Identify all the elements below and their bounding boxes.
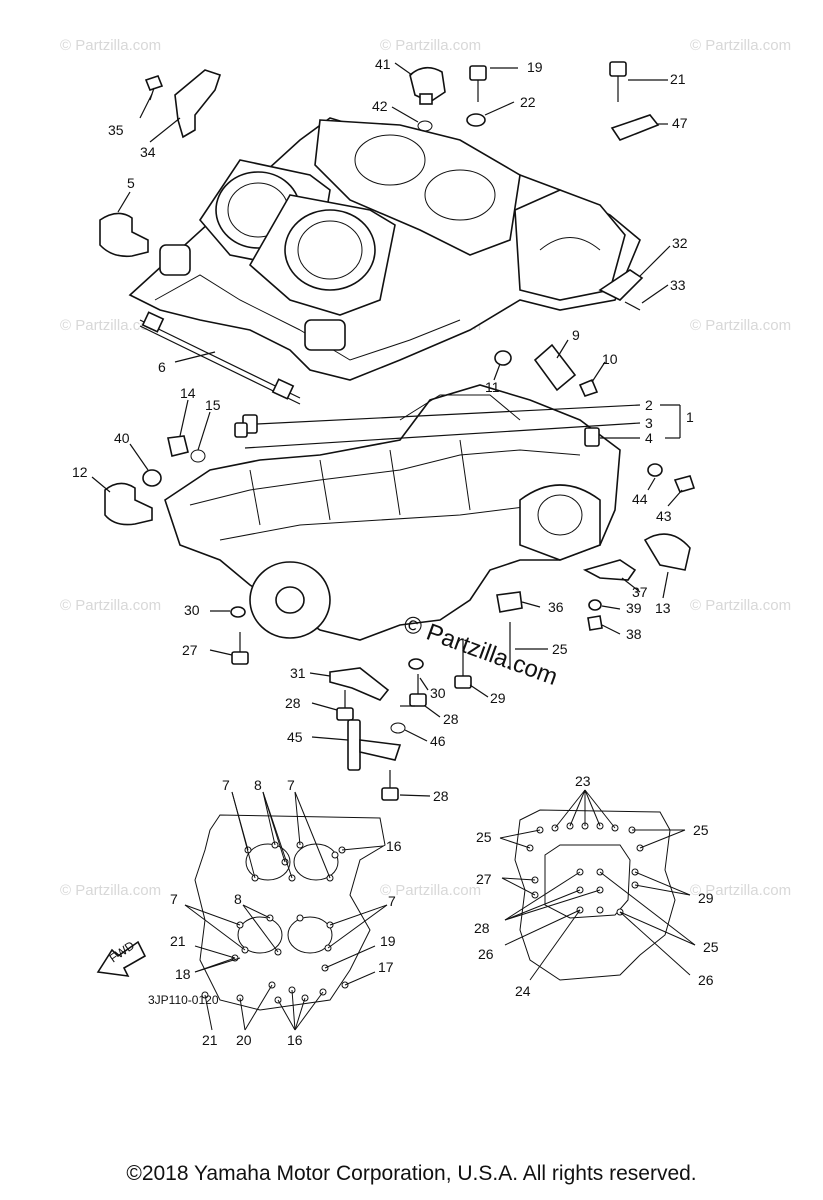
lower-case-bolt-pattern: [499, 789, 696, 981]
callout-number: 10: [602, 351, 618, 367]
callout-number: 26: [698, 972, 714, 988]
callout-number: 11: [485, 379, 500, 395]
callout-number: 23: [575, 773, 591, 789]
upper-crankcase: [128, 117, 641, 381]
callout-number: 7: [287, 777, 295, 793]
callout-number: 8: [254, 777, 262, 793]
callout-number: 41: [375, 56, 391, 72]
callout-number: 42: [372, 98, 388, 114]
callout-number: 25: [693, 822, 709, 838]
callout-number: 19: [380, 933, 396, 949]
watermark-text: © Partzilla.com: [60, 597, 161, 614]
callout-number: 8: [234, 891, 242, 907]
callout-number: 4: [645, 430, 653, 446]
watermark-layer: © Partzilla.com © Partzilla.com © Partzi…: [60, 37, 791, 899]
callout-number: 17: [378, 959, 394, 975]
callout-number: 14: [180, 385, 196, 401]
callout-number: 25: [552, 641, 568, 657]
callout-number: 30: [184, 602, 200, 618]
callout-number: 7: [170, 891, 178, 907]
callout-number: 18: [175, 966, 191, 982]
callout-number: 12: [72, 464, 88, 480]
watermark-text: © Partzilla.com: [690, 37, 791, 54]
callout-number: 28: [433, 788, 449, 804]
callout-number: 37: [632, 584, 648, 600]
callout-number: 22: [520, 94, 536, 110]
callout-number: 27: [182, 642, 198, 658]
watermark-text: © Partzilla.com: [380, 882, 481, 899]
callout-number: 26: [478, 946, 494, 962]
callout-number: 16: [287, 1032, 303, 1048]
callout-number: 19: [527, 59, 543, 75]
watermark-text: © Partzilla.com: [380, 37, 481, 54]
callout-number: 1: [686, 409, 694, 425]
callout-number: 25: [703, 939, 719, 955]
callout-number: 13: [655, 600, 671, 616]
callout-number: 21: [202, 1032, 218, 1048]
callout-number: 9: [572, 327, 580, 343]
callout-number: 29: [698, 890, 714, 906]
callout-number: 34: [140, 144, 156, 160]
callout-labels: 41 19 21 42 22 47 35 34 5 32 33 9 10 11 …: [72, 56, 719, 1048]
callout-number: 32: [672, 235, 688, 251]
small-parts: [99, 61, 696, 801]
callout-number: 40: [114, 430, 130, 446]
lower-crankcase: [164, 384, 621, 641]
callout-number: 28: [443, 711, 459, 727]
watermark-text: © Partzilla.com: [690, 882, 791, 899]
callout-number: 29: [490, 690, 506, 706]
callout-number: 38: [626, 626, 642, 642]
watermark-text: © Partzilla.com: [690, 597, 791, 614]
watermark-text: © Partzilla.com: [60, 882, 161, 899]
callout-number: 15: [205, 397, 221, 413]
leader-lines: [91, 62, 683, 797]
callout-number: 7: [388, 893, 396, 909]
callout-number: 36: [548, 599, 564, 615]
upper-case-bolt-pattern: [184, 791, 388, 1031]
callout-number: 35: [108, 122, 124, 138]
callout-number: 43: [656, 508, 672, 524]
callout-number: 33: [670, 277, 686, 293]
watermark-text: © Partzilla.com: [690, 317, 791, 334]
callout-number: 21: [170, 933, 186, 949]
callout-number: 46: [430, 733, 446, 749]
callout-number: 45: [287, 729, 303, 745]
callout-number: 2: [645, 397, 653, 413]
callout-number: 39: [626, 600, 642, 616]
watermark-center: © Partzilla.com: [400, 610, 561, 691]
callout-number: 31: [290, 665, 306, 681]
callout-number: 7: [222, 777, 230, 793]
callout-number: 24: [515, 983, 531, 999]
callout-number: 6: [158, 359, 166, 375]
copyright-notice: ©2018 Yamaha Motor Corporation, U.S.A. A…: [126, 1162, 697, 1185]
callout-number: 30: [430, 685, 446, 701]
callout-number: 27: [476, 871, 492, 887]
callout-number: 5: [127, 175, 135, 191]
diagram-code: 3JP110-0120: [148, 993, 219, 1007]
callout-number: 25: [476, 829, 492, 845]
callout-number: 20: [236, 1032, 252, 1048]
callout-number: 47: [672, 115, 688, 131]
fwd-arrow: FWD: [96, 938, 147, 977]
watermark-text: © Partzilla.com: [60, 37, 161, 54]
callout-number: 28: [474, 920, 490, 936]
callout-number: 16: [386, 838, 402, 854]
callout-number: 3: [645, 415, 653, 431]
watermark-text: © Partzilla.com: [60, 317, 161, 334]
callout-number: 44: [632, 491, 648, 507]
callout-number: 28: [285, 695, 301, 711]
callout-number: 21: [670, 71, 686, 87]
